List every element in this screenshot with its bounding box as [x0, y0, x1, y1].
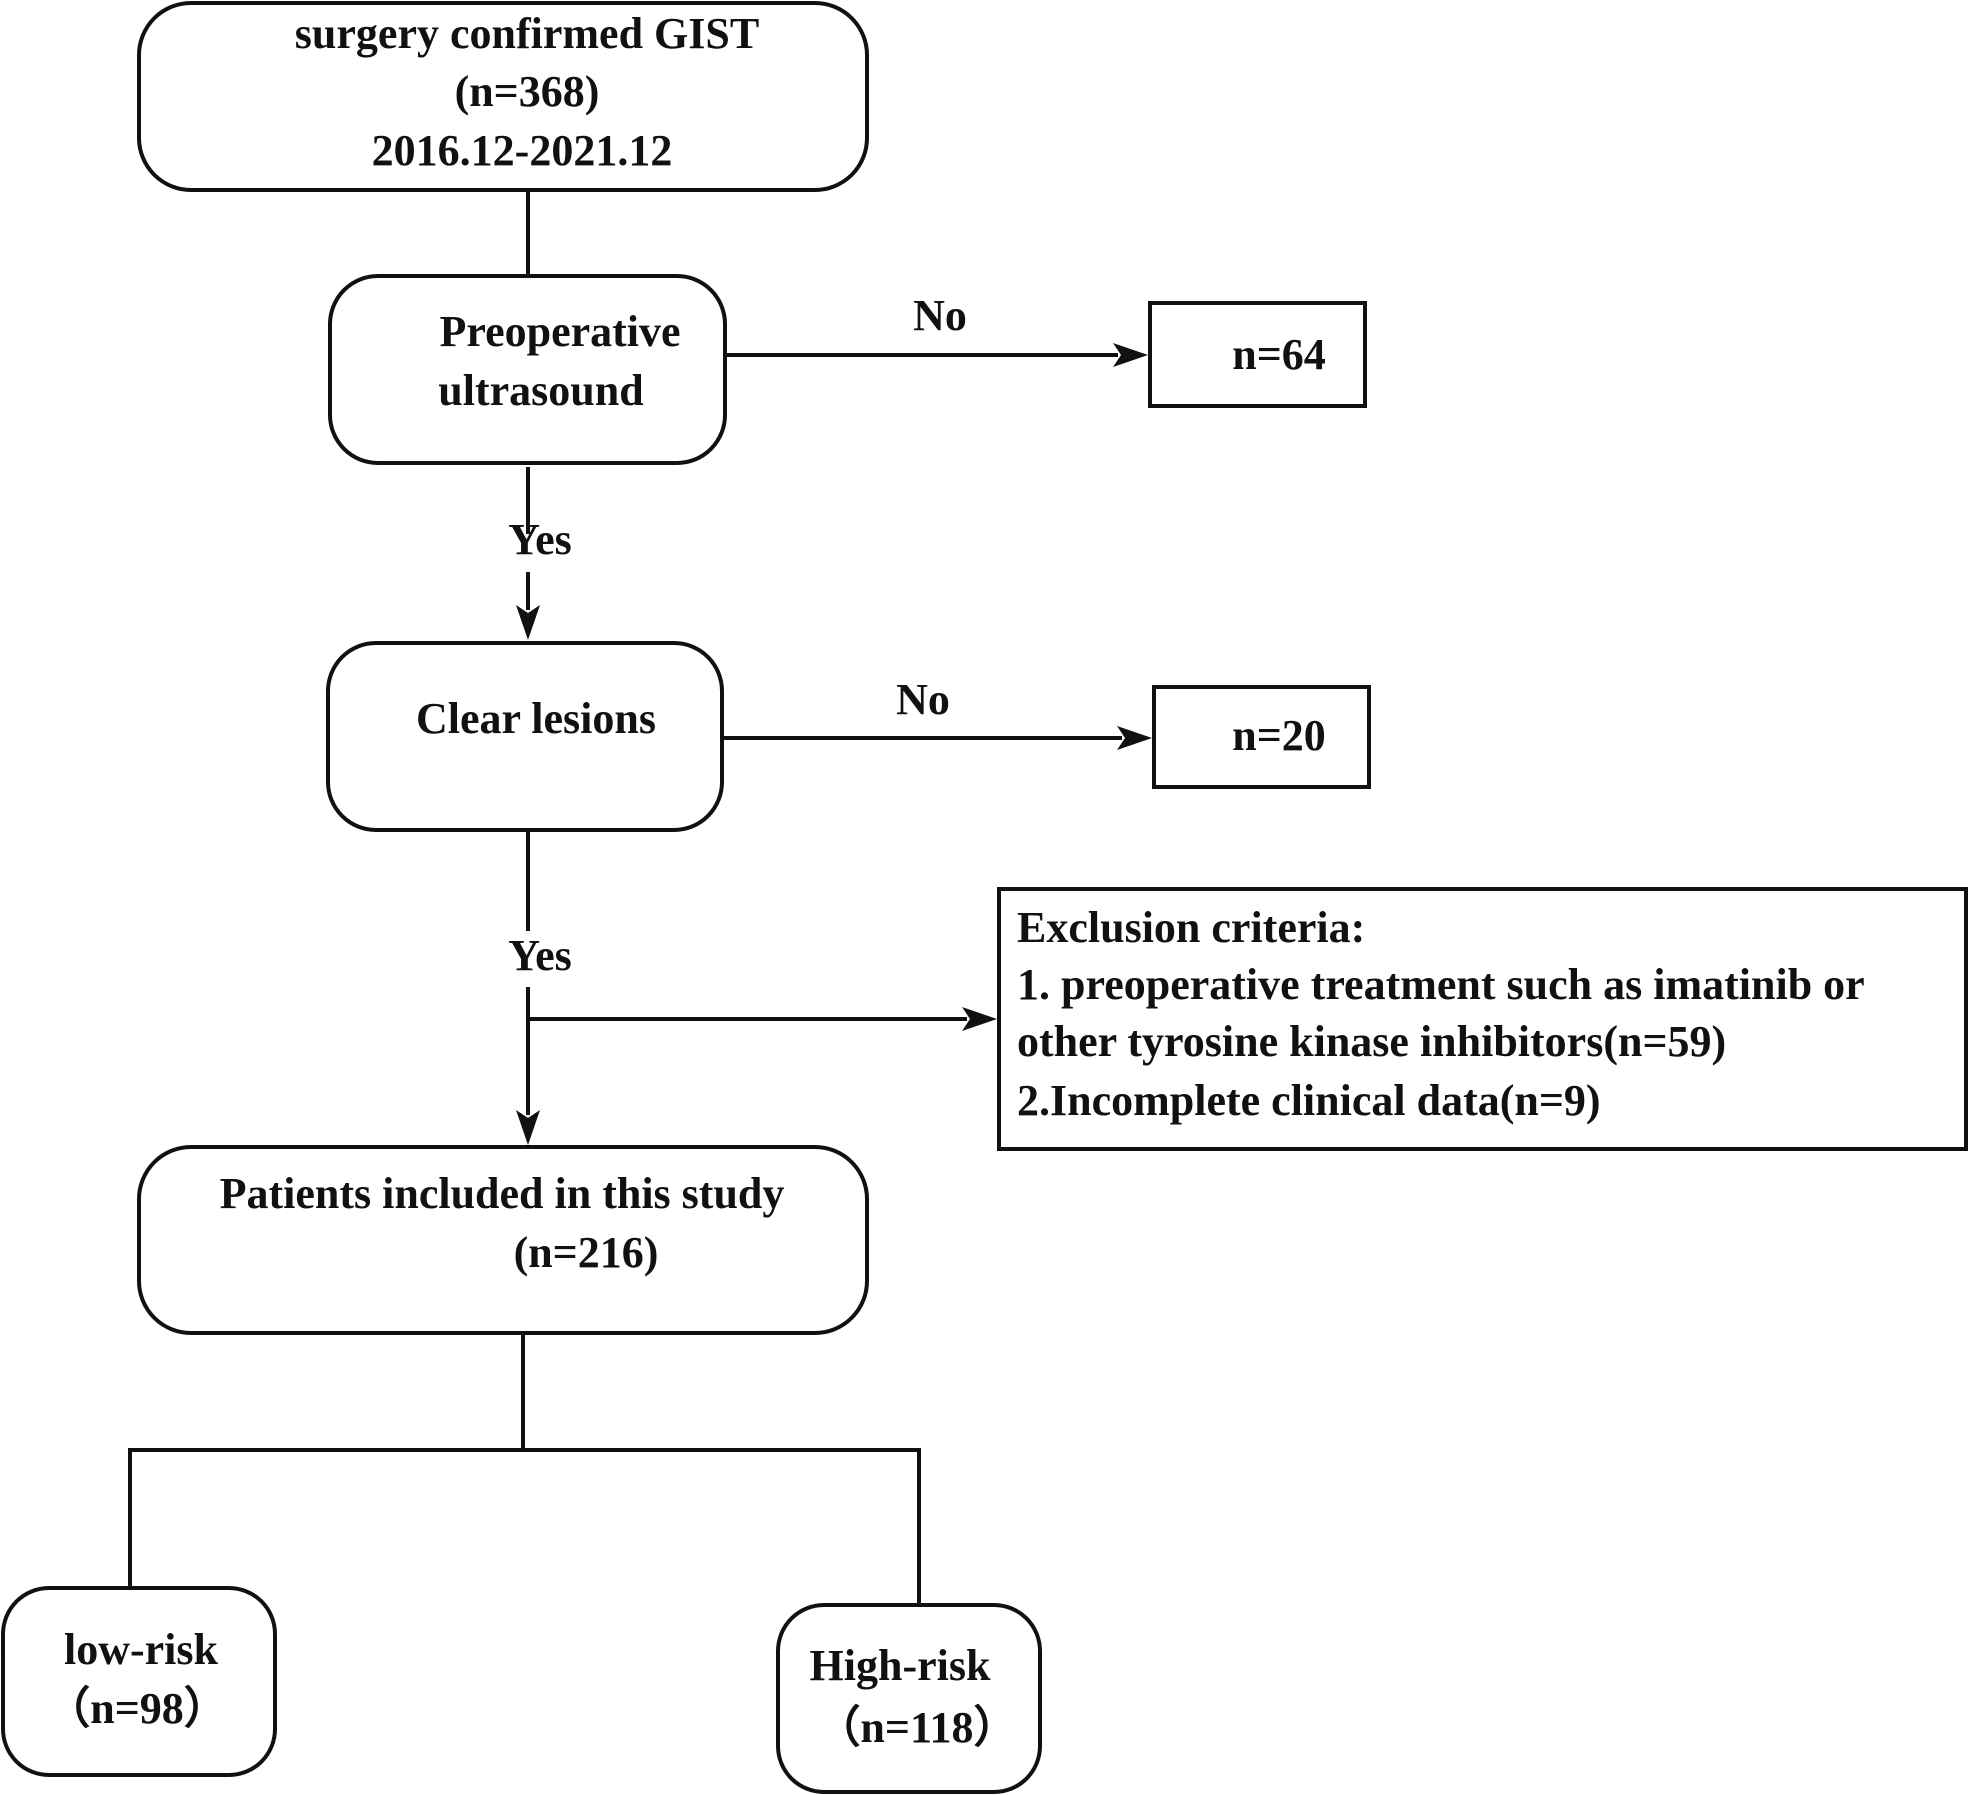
low-risk-line-1: low-risk	[64, 1625, 219, 1674]
exclusion-item-1a: 1. preoperative treatment such as imatin…	[1017, 960, 1865, 1009]
high-risk-line-2: （n=118）	[816, 1703, 1017, 1752]
low-risk-line-2: （n=98）	[46, 1684, 228, 1733]
connectors	[128, 190, 1152, 1604]
included-box	[137, 1145, 869, 1335]
surgery-node: surgery confirmed GIST (n=368) 2016.12-2…	[137, 1, 869, 192]
preop-yes-label: Yes	[508, 515, 572, 564]
preop-line-1: Preoperative	[439, 307, 680, 356]
included-line-2: (n=216)	[514, 1228, 659, 1277]
preop-no-label: No	[913, 291, 967, 340]
surgery-box	[137, 1, 869, 192]
high-risk-node: High-risk （n=118）	[776, 1603, 1042, 1794]
surgery-line-1: surgery confirmed GIST	[295, 9, 759, 58]
high-risk-box	[776, 1603, 1042, 1794]
preop-excluded-node: n=64	[1148, 301, 1367, 408]
exclusion-item-1b: other tyrosine kinase inhibitors(n=59)	[1017, 1017, 1726, 1066]
clear-yes-label: Yes	[508, 931, 572, 980]
surgery-line-3: 2016.12-2021.12	[372, 126, 673, 175]
low-risk-node: low-risk （n=98）	[1, 1586, 277, 1777]
clear-excluded-node: n=20	[1152, 685, 1371, 789]
arrowhead-to-included	[516, 1110, 540, 1145]
high-risk-line-1: High-risk	[810, 1641, 991, 1690]
surgery-line-2: (n=368)	[455, 67, 600, 116]
clear-box	[326, 641, 724, 832]
arrowhead-to-exclusion	[962, 1007, 997, 1031]
included-node: Patients included in this study (n=216)	[137, 1145, 869, 1335]
included-line-1: Patients included in this study	[220, 1169, 785, 1218]
low-risk-box	[1, 1586, 277, 1777]
preop-node: Preoperative ultrasound	[328, 274, 727, 465]
preop-box	[328, 274, 727, 465]
exclusion-box	[997, 887, 1968, 1151]
clear-line-1: Clear lesions	[416, 694, 656, 743]
no20-box	[1152, 685, 1371, 789]
clear-no-label: No	[896, 675, 950, 724]
arrowhead-to-no20	[1117, 726, 1152, 750]
no64-box	[1148, 301, 1367, 408]
preop-line-2: ultrasound	[438, 366, 643, 415]
exclusion-item-2: 2.Incomplete clinical data(n=9)	[1017, 1076, 1601, 1125]
clear-node: Clear lesions	[326, 641, 724, 832]
exclusion-node: Exclusion criteria: 1. preoperative trea…	[997, 887, 1968, 1151]
arrowhead-to-no64	[1113, 343, 1148, 367]
no64-count: n=64	[1232, 330, 1326, 379]
exclusion-heading: Exclusion criteria:	[1017, 903, 1365, 952]
no20-count: n=20	[1232, 711, 1326, 760]
arrowhead-to-clear	[516, 605, 540, 640]
